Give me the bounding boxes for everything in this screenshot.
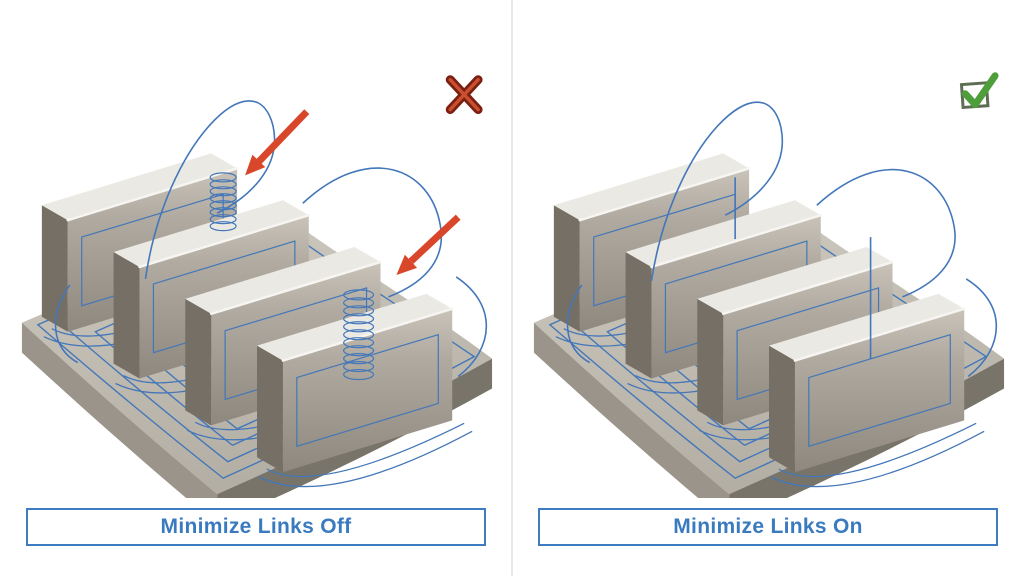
caption-links-on-label: Minimize Links On	[673, 515, 863, 538]
panel-links-off: Minimize Links Off	[0, 75, 512, 546]
caption-links-off-label: Minimize Links Off	[160, 515, 352, 538]
toolpath-scene-links-off	[8, 75, 506, 498]
toolpath-links	[54, 100, 488, 378]
helical-link-coil-2	[343, 289, 375, 381]
panel-divider	[511, 0, 513, 576]
panel-links-on: Minimize Links On	[512, 0, 1024, 576]
check-mark-icon	[959, 72, 999, 110]
machined-part	[22, 153, 492, 498]
toolpath-links	[566, 101, 998, 378]
caption-links-on: Minimize Links On	[538, 508, 998, 546]
machined-part	[534, 153, 1004, 498]
toolpath-scene-links-on	[520, 72, 1018, 498]
x-mark-icon	[445, 75, 483, 115]
annotation-arrow-2	[396, 214, 461, 275]
annotation-arrow-1	[245, 109, 310, 176]
caption-links-off: Minimize Links Off	[26, 508, 486, 546]
helical-link-coil-1	[209, 172, 237, 232]
